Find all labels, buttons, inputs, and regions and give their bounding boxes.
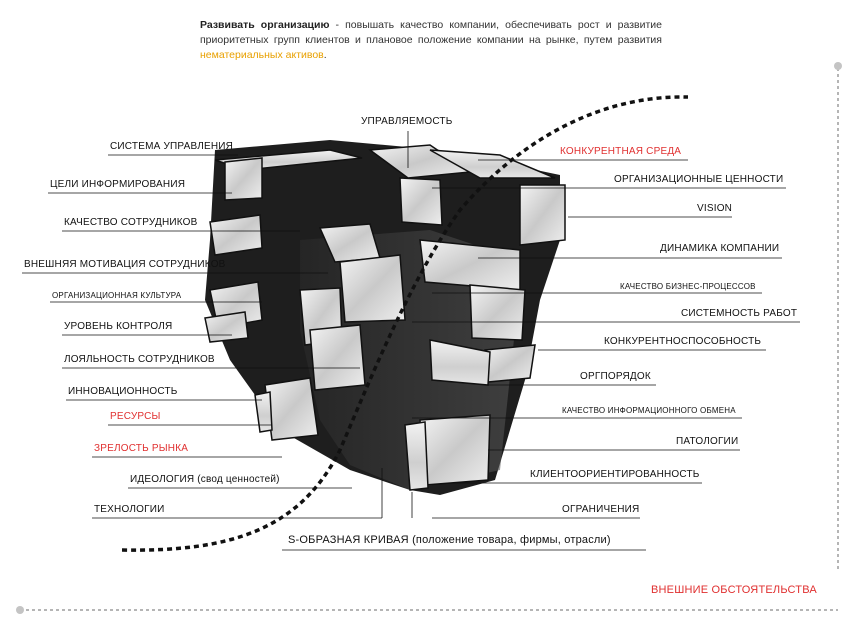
frame-border <box>16 62 842 614</box>
right-label-4: ДИНАМИКА КОМПАНИИ <box>660 243 780 254</box>
right-label-1: КОНКУРЕНТНАЯ СРЕДА <box>560 146 682 157</box>
right-label-11: КЛИЕНТООРИЕНТИРОВАННОСТЬ <box>530 469 700 480</box>
left-label-6: УРОВЕНЬ КОНТРОЛЯ <box>64 321 173 332</box>
left-label-4: ВНЕШНЯЯ МОТИВАЦИЯ СОТРУДНИКОВ <box>24 259 226 270</box>
right-label-6: СИСТЕМНОСТЬ РАБОТ <box>681 308 798 319</box>
left-label-2: ЦЕЛИ ИНФОРМИРОВАНИЯ <box>50 179 186 190</box>
left-label-12: ТЕХНОЛОГИИ <box>94 504 165 515</box>
intro-text: - повышать качество компании, обеспечива… <box>200 19 662 46</box>
right-label-2: ОРГАНИЗАЦИОННЫЕ ЦЕННОСТИ <box>614 174 784 185</box>
right-label-10: ПАТОЛОГИИ <box>676 436 739 447</box>
label-upravlyaemost: УПРАВЛЯЕМОСТЬ <box>361 116 453 127</box>
left-label-9: РЕСУРСЫ <box>110 411 161 422</box>
left-label-1: СИСТЕМА УПРАВЛЕНИЯ <box>110 141 234 152</box>
rubik-cube <box>204 140 566 495</box>
leader-lines <box>22 131 800 551</box>
external-circumstances-label: ВНЕШНИЕ ОБСТОЯТЕЛЬСТВА <box>651 584 817 596</box>
intro-bold: Развивать организацию <box>200 19 330 31</box>
left-label-10: ЗРЕЛОСТЬ РЫНКА <box>94 443 189 454</box>
left-label-7: ЛОЯЛЬНОСТЬ СОТРУДНИКОВ <box>64 354 215 365</box>
intro-end: . <box>323 49 327 61</box>
right-label-8: ОРГПОРЯДОК <box>580 371 651 382</box>
right-label-9: КАЧЕСТВО ИНФОРМАЦИОННОГО ОБМЕНА <box>562 406 736 415</box>
s-curve-label: S-ОБРАЗНАЯ КРИВАЯ (положение товара, фир… <box>288 534 611 546</box>
left-label-11: ИДЕОЛОГИЯ (свод ценностей) <box>130 474 280 485</box>
left-label-8: ИННОВАЦИОННОСТЬ <box>68 386 178 397</box>
s-curve <box>121 95 689 552</box>
left-label-3: КАЧЕСТВО СОТРУДНИКОВ <box>64 217 198 228</box>
left-label-5: ОРГАНИЗАЦИОННАЯ КУЛЬТУРА <box>52 291 182 300</box>
right-label-3: VISION <box>697 203 733 214</box>
right-label-7: КОНКУРЕНТНОСПОСОБНОСТЬ <box>604 336 762 347</box>
intro-highlight: нематериальных активов <box>200 49 324 61</box>
right-label-12: ОГРАНИЧЕНИЯ <box>562 504 640 515</box>
right-label-5: КАЧЕСТВО БИЗНЕС-ПРОЦЕССОВ <box>620 282 756 291</box>
intro-paragraph: Развивать организацию - повышать качеств… <box>200 18 662 63</box>
